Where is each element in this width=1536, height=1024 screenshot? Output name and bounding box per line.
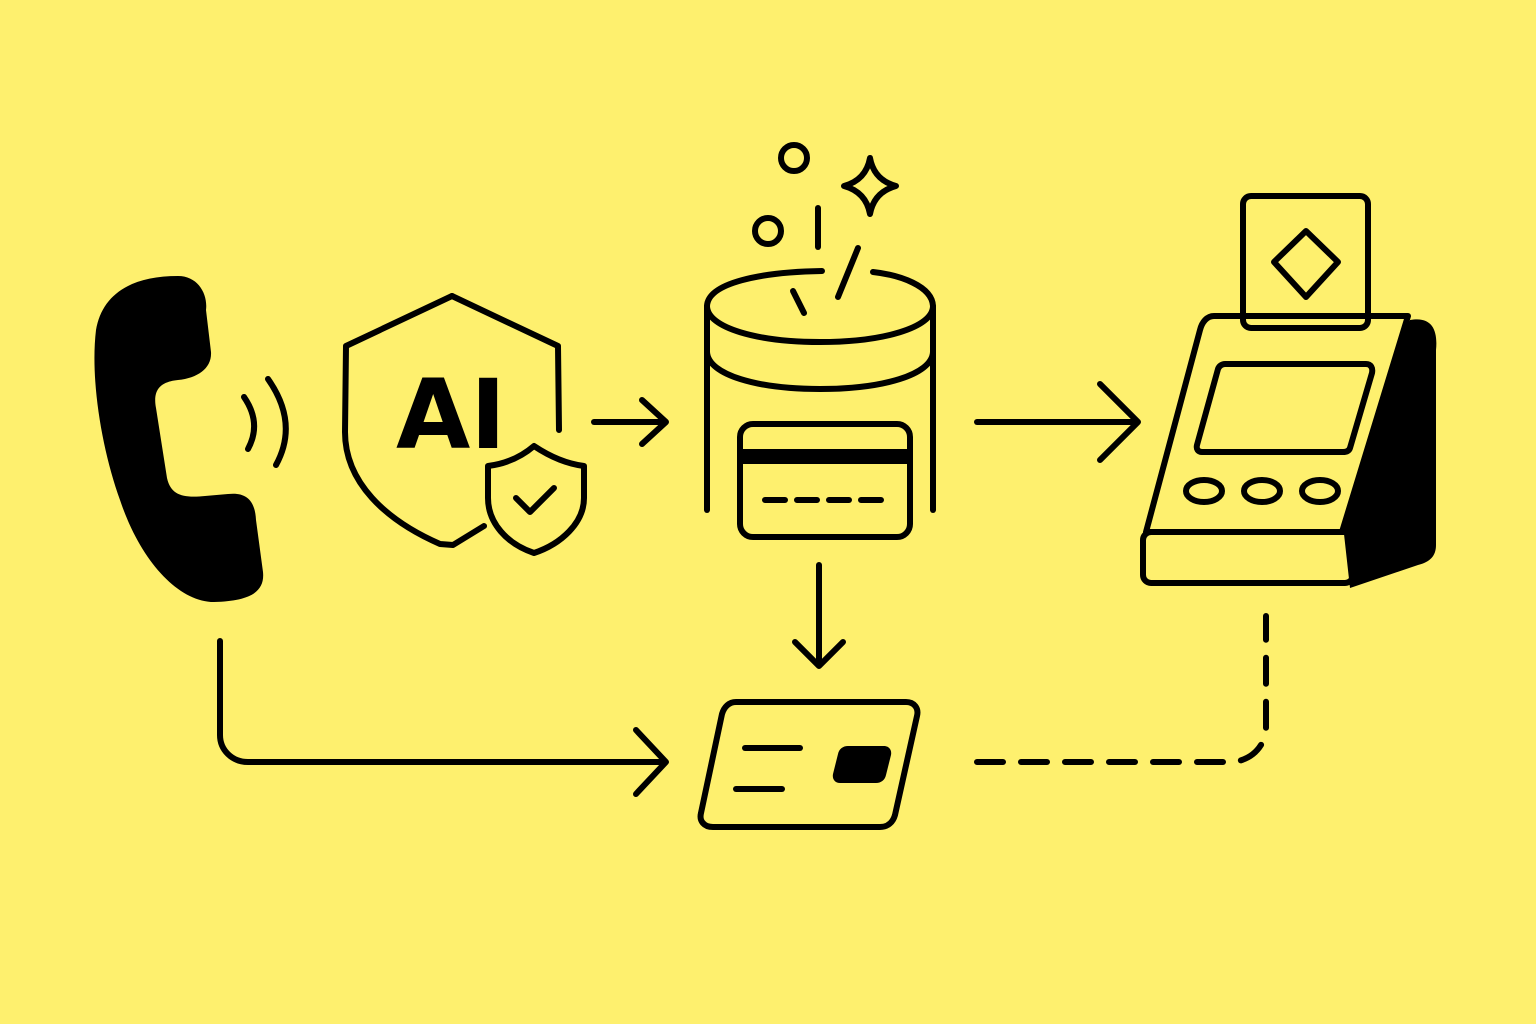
diamond-icon bbox=[1271, 228, 1341, 300]
vault-card-stripe bbox=[740, 449, 910, 464]
ai-shield-check-icon: AI bbox=[342, 293, 587, 556]
database-card-icon bbox=[704, 142, 936, 540]
arrow-ai-to-vault bbox=[591, 397, 669, 447]
dashed-card-to-terminal bbox=[974, 613, 1269, 765]
ai-badge-label: AI bbox=[396, 359, 506, 471]
drop-line-right bbox=[835, 245, 861, 300]
connectors bbox=[217, 381, 1269, 797]
terminal-back bbox=[1344, 319, 1437, 588]
database-top-arc-left bbox=[704, 268, 936, 345]
payment-terminal-icon bbox=[1140, 193, 1437, 588]
terminal-button-3 bbox=[1299, 477, 1341, 505]
terminal-screen bbox=[1193, 361, 1376, 455]
phone-call-icon bbox=[94, 276, 289, 602]
vault-card bbox=[737, 421, 913, 540]
arrow-vault-to-card bbox=[792, 562, 846, 669]
database-mid-arc bbox=[704, 303, 936, 392]
drop-line-left bbox=[790, 288, 807, 316]
credit-card-icon bbox=[697, 699, 921, 830]
sparkle-star-icon bbox=[841, 155, 899, 217]
check-shield-icon bbox=[485, 443, 587, 556]
receipt-slip bbox=[1240, 193, 1371, 331]
check-mark-icon bbox=[513, 485, 557, 515]
card-chip bbox=[832, 746, 892, 783]
terminal-base bbox=[1140, 529, 1356, 586]
terminal-button-2 bbox=[1241, 477, 1283, 505]
arrow-vault-to-terminal bbox=[974, 381, 1141, 463]
sound-wave-inner bbox=[241, 394, 257, 452]
sparkle-circle-top bbox=[778, 142, 810, 174]
sparkle-circle-left bbox=[752, 215, 784, 247]
sound-wave-outer bbox=[265, 376, 289, 468]
terminal-button-1 bbox=[1183, 477, 1225, 505]
arrow-phone-to-card bbox=[217, 638, 669, 797]
